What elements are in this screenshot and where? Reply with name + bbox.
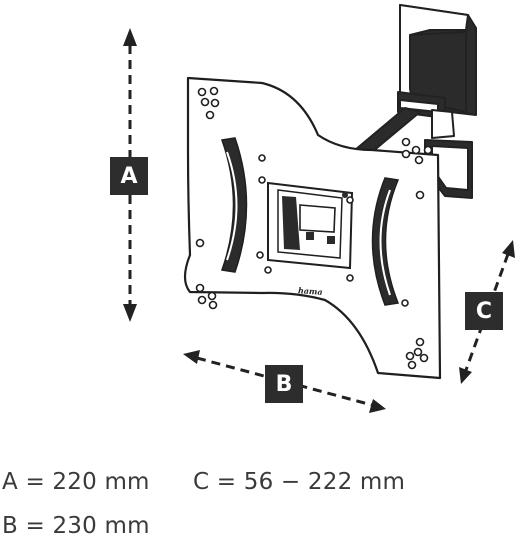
label-b-text: B [275, 371, 293, 397]
dimension-a-text: A = 220 mm [2, 469, 150, 495]
vesa-plate [183, 76, 442, 380]
swivel-arm [354, 91, 473, 199]
dimension-arrow-a [123, 28, 137, 322]
label-a-text: A [120, 163, 138, 189]
dimension-c-text: C = 56 − 222 mm [193, 469, 406, 495]
label-a: A [110, 157, 148, 195]
wall-mount-diagram [123, 4, 515, 413]
label-b: B [265, 365, 303, 403]
dimension-b-text: B = 230 mm [2, 513, 150, 539]
brand-logo-text: hama [297, 285, 323, 297]
label-c-text: C [475, 298, 493, 324]
wall-bracket [399, 4, 477, 116]
label-c: C [465, 292, 503, 330]
